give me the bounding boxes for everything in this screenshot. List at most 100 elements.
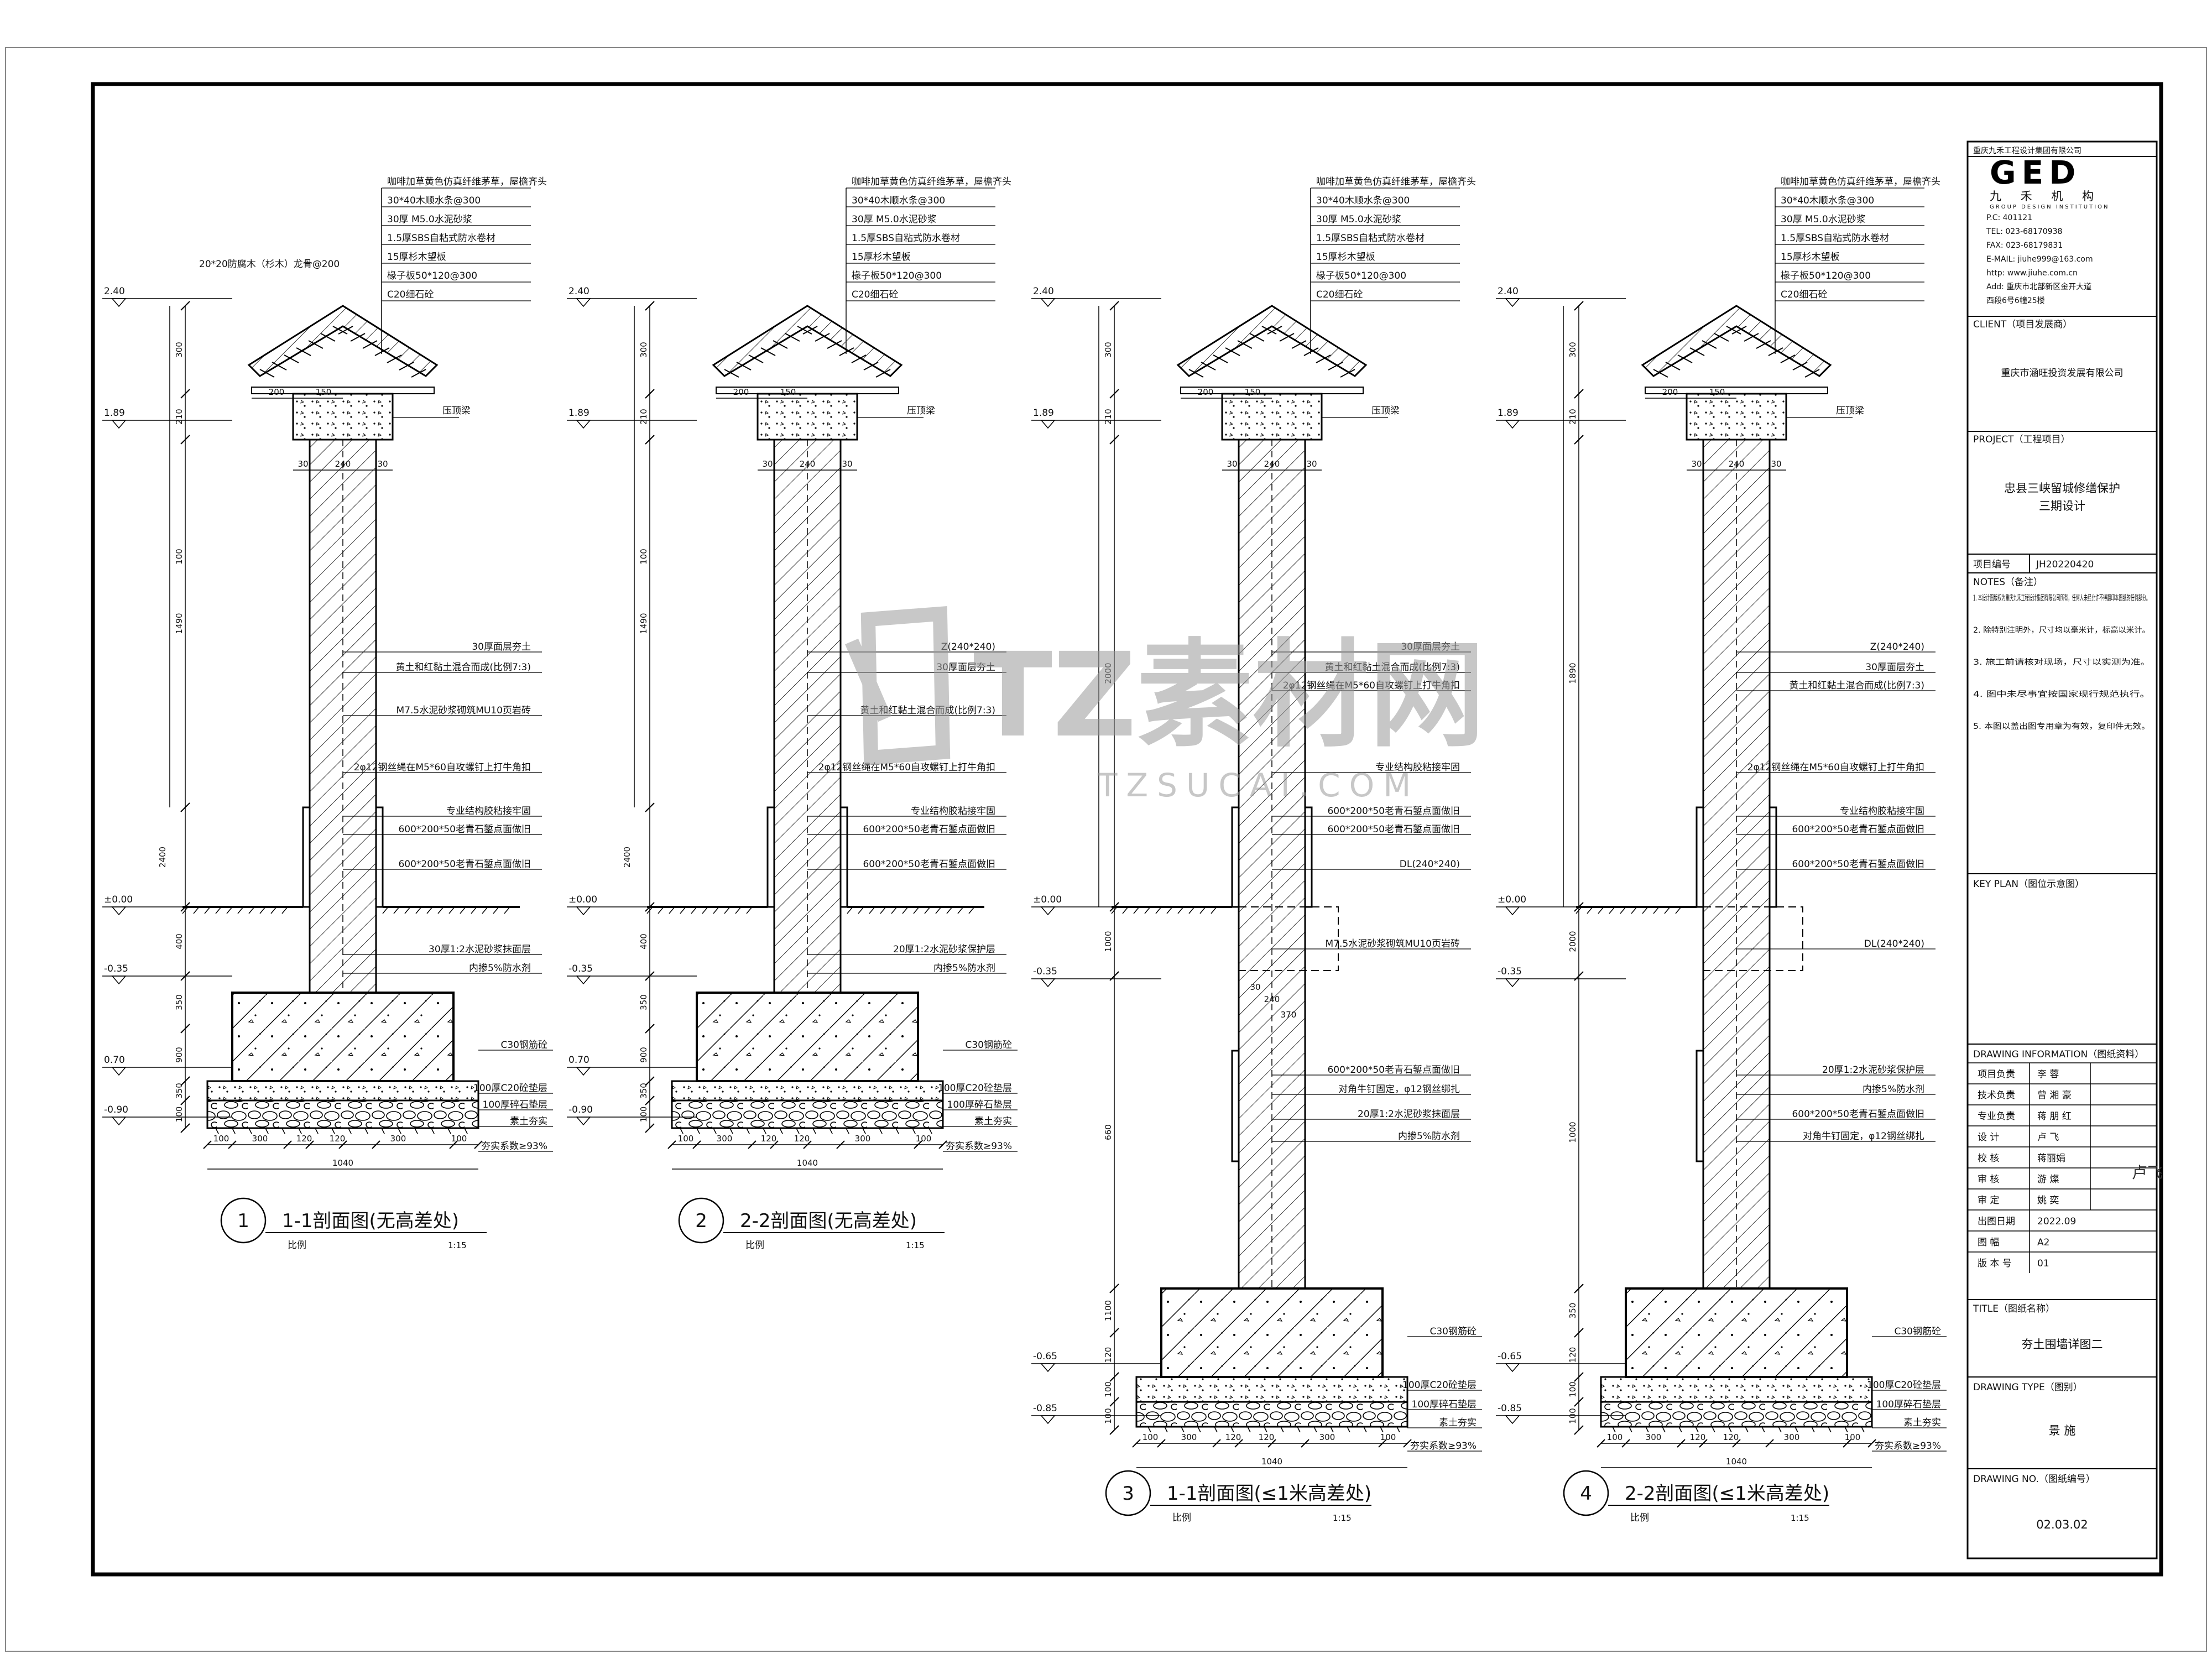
wall-layer-note: Z(240*240) <box>941 641 995 653</box>
footing-layer-note: C30钢筋砼 <box>1430 1326 1477 1337</box>
wall-notes: Z(240*240)30厚面层夯土黄土和红黏土混合而成(比例7:3)2φ12钢丝… <box>807 641 1006 974</box>
wall-layer-note: M7.5水泥砂浆砌筑MU10页岩砖 <box>397 705 531 716</box>
wall-layer-note: 20厚1:2水泥砂浆保护层 <box>1822 1065 1924 1076</box>
c20-bedding <box>671 1080 944 1102</box>
dimension-value: 660 <box>1103 1124 1113 1140</box>
wall-layer-note: 黄土和红黏土混合而成(比例7:3) <box>860 705 995 716</box>
info-key: 审 核 <box>1978 1174 1999 1185</box>
stone-cladding-right <box>1304 806 1313 908</box>
dimension-value: 2000 <box>1568 931 1578 952</box>
dimension-value: 100 <box>174 1107 184 1123</box>
cap-beam <box>757 393 858 441</box>
elevation-mark: 2.40 <box>1496 286 1626 307</box>
wall-layer-note: 30厚面层夯土 <box>1865 662 1924 673</box>
dimension-value: 400 <box>174 933 184 950</box>
elevation-mark: -0.65 <box>1031 1351 1161 1373</box>
wall-layer-note: 600*200*50老青石錾点面做旧 <box>1327 1064 1460 1076</box>
info-value: 蒋 朋 红 <box>2037 1111 2072 1122</box>
roof-layer-note: 1.5厚SBS自粘式防水卷材 <box>1316 233 1425 244</box>
contact-line: E-MAIL: jiuhe999@163.com <box>1986 255 2093 264</box>
wall-layer-note: 600*200*50老青石錾点面做旧 <box>1327 805 1460 817</box>
footing-layer-note: 夯实系数≥93% <box>1875 1441 1941 1452</box>
dimension-value: 300 <box>390 1134 406 1144</box>
cap-beam-text: 压顶梁 <box>1371 405 1400 416</box>
dimension-value: 2000 <box>1103 662 1113 684</box>
dimension-value: 30 <box>762 459 773 469</box>
roof-layer-note: 15厚杉木望板 <box>852 252 911 263</box>
dimension-value: 1890 <box>1568 662 1578 684</box>
section-number: 4 <box>1580 1483 1592 1505</box>
elevation-mark: ±0.00 <box>1496 894 1626 916</box>
wall-layer-note: 2φ12钢丝绳在M5*60自攻螺钉上打牛角扣 <box>1747 762 1924 773</box>
elevation-value: 0.70 <box>104 1055 125 1066</box>
elevation-mark: -0.90 <box>567 1104 697 1126</box>
roof-layer-note: 15厚杉木望板 <box>387 252 446 263</box>
roof-layer-note: 咖啡加草黄色仿真纤维茅草，屋檐齐头 <box>1316 176 1476 187</box>
note-line: 1. 本设计图版权为重庆九禾工程设计集团有限公司所有，任何人未经允许不得翻印本图… <box>1973 593 2150 603</box>
dimension-value: 300 <box>1646 1432 1662 1442</box>
roof-layer-note: 30厚 M5.0水泥砂浆 <box>852 214 937 225</box>
company-logo: GED <box>1990 154 2081 191</box>
elevation-value: ±0.00 <box>104 894 133 905</box>
dimension-value: 240 <box>1264 459 1280 469</box>
elevation-value: -0.90 <box>568 1104 593 1115</box>
thatch-roof <box>247 305 439 394</box>
elevation-value: -0.35 <box>104 963 128 974</box>
dimension-value: 120 <box>1723 1432 1739 1442</box>
dimension-value: 100 <box>213 1134 229 1144</box>
wall-layer-note: 30厚面层夯土 <box>936 662 995 673</box>
concrete-footing <box>1160 1287 1384 1378</box>
c20-bedding <box>206 1080 479 1102</box>
wall-section-2: 2.401.89±0.00-0.350.70-0.903002101490240… <box>567 176 1018 1251</box>
compacted-soil <box>672 1128 943 1134</box>
roof-layer-note: 咖啡加草黄色仿真纤维茅草，屋檐齐头 <box>852 176 1011 187</box>
ground-line <box>1575 906 1697 914</box>
dimension-value: 210 <box>1568 409 1578 425</box>
thatch-roof <box>1641 305 1832 394</box>
ground-line <box>646 906 984 914</box>
wall-layer-note: 600*200*50老青石錾点面做旧 <box>1792 858 1924 870</box>
wall-layer-note: 600*200*50老青石錾点面做旧 <box>863 823 995 835</box>
roof-layer-note: C20细石砼 <box>387 289 434 300</box>
footing-layer-note: 100厚C20砼垫层 <box>1867 1380 1941 1391</box>
dimension-value: 350 <box>174 1083 184 1099</box>
footing-layer-note: 100厚碎石垫层 <box>483 1099 547 1110</box>
cap-beam-text: 压顶梁 <box>907 405 935 416</box>
dimension-value: 210 <box>639 409 649 425</box>
type-label: DRAWING TYPE（图别） <box>1973 1382 2083 1393</box>
section-name: 2-2剖面图(≤1米高差处) <box>1625 1483 1829 1505</box>
project-name-2: 三期设计 <box>2039 499 2085 513</box>
dimension-value: 100 <box>639 1107 649 1123</box>
keyplan-label: KEY PLAN（图位示意图） <box>1973 879 2084 890</box>
roof-layer-note: 椽子板50*120@300 <box>1316 270 1406 281</box>
footing-layer-note: 100厚碎石垫层 <box>1412 1399 1477 1410</box>
elevation-value: 2.40 <box>1498 286 1519 297</box>
gravel-bed <box>671 1099 944 1129</box>
dimension-value: 30 <box>1250 982 1260 992</box>
contact-line: Add: 重庆市北部新区金开大道 <box>1986 282 2091 291</box>
dimension-value: 240 <box>1264 994 1280 1004</box>
dimension-value: 350 <box>639 994 649 1010</box>
elevation-value: -0.35 <box>1033 966 1057 977</box>
elevation-mark: 1.89 <box>102 408 232 429</box>
dimension-value: 30 <box>1691 459 1702 469</box>
wall-layer-note: 黄土和红黏土混合而成(比例7:3) <box>1324 662 1460 673</box>
drawing-no: 02.03.02 <box>2036 1518 2088 1531</box>
dimension-value: 300 <box>252 1134 268 1144</box>
roof-layer-note: 30*40木顺水条@300 <box>1781 195 1874 206</box>
dimension-value: 120 <box>1259 1432 1275 1442</box>
dimension-value: 30 <box>1227 459 1237 469</box>
dimension-value: 2400 <box>622 847 632 868</box>
elevation-mark: 1.89 <box>1496 408 1626 429</box>
note-line: 4. 图中未尽事宜按国家现行规范执行。 <box>1973 690 2150 699</box>
roof-layer-note: C20细石砼 <box>852 289 899 300</box>
info-value: 姚 奕 <box>2037 1195 2059 1206</box>
elevation-mark: ±0.00 <box>567 894 697 916</box>
roof-layer-note: C20细石砼 <box>1781 289 1828 300</box>
elevation-mark: 1.89 <box>567 408 697 429</box>
roof-layer-note: 椽子板50*120@300 <box>852 270 942 281</box>
